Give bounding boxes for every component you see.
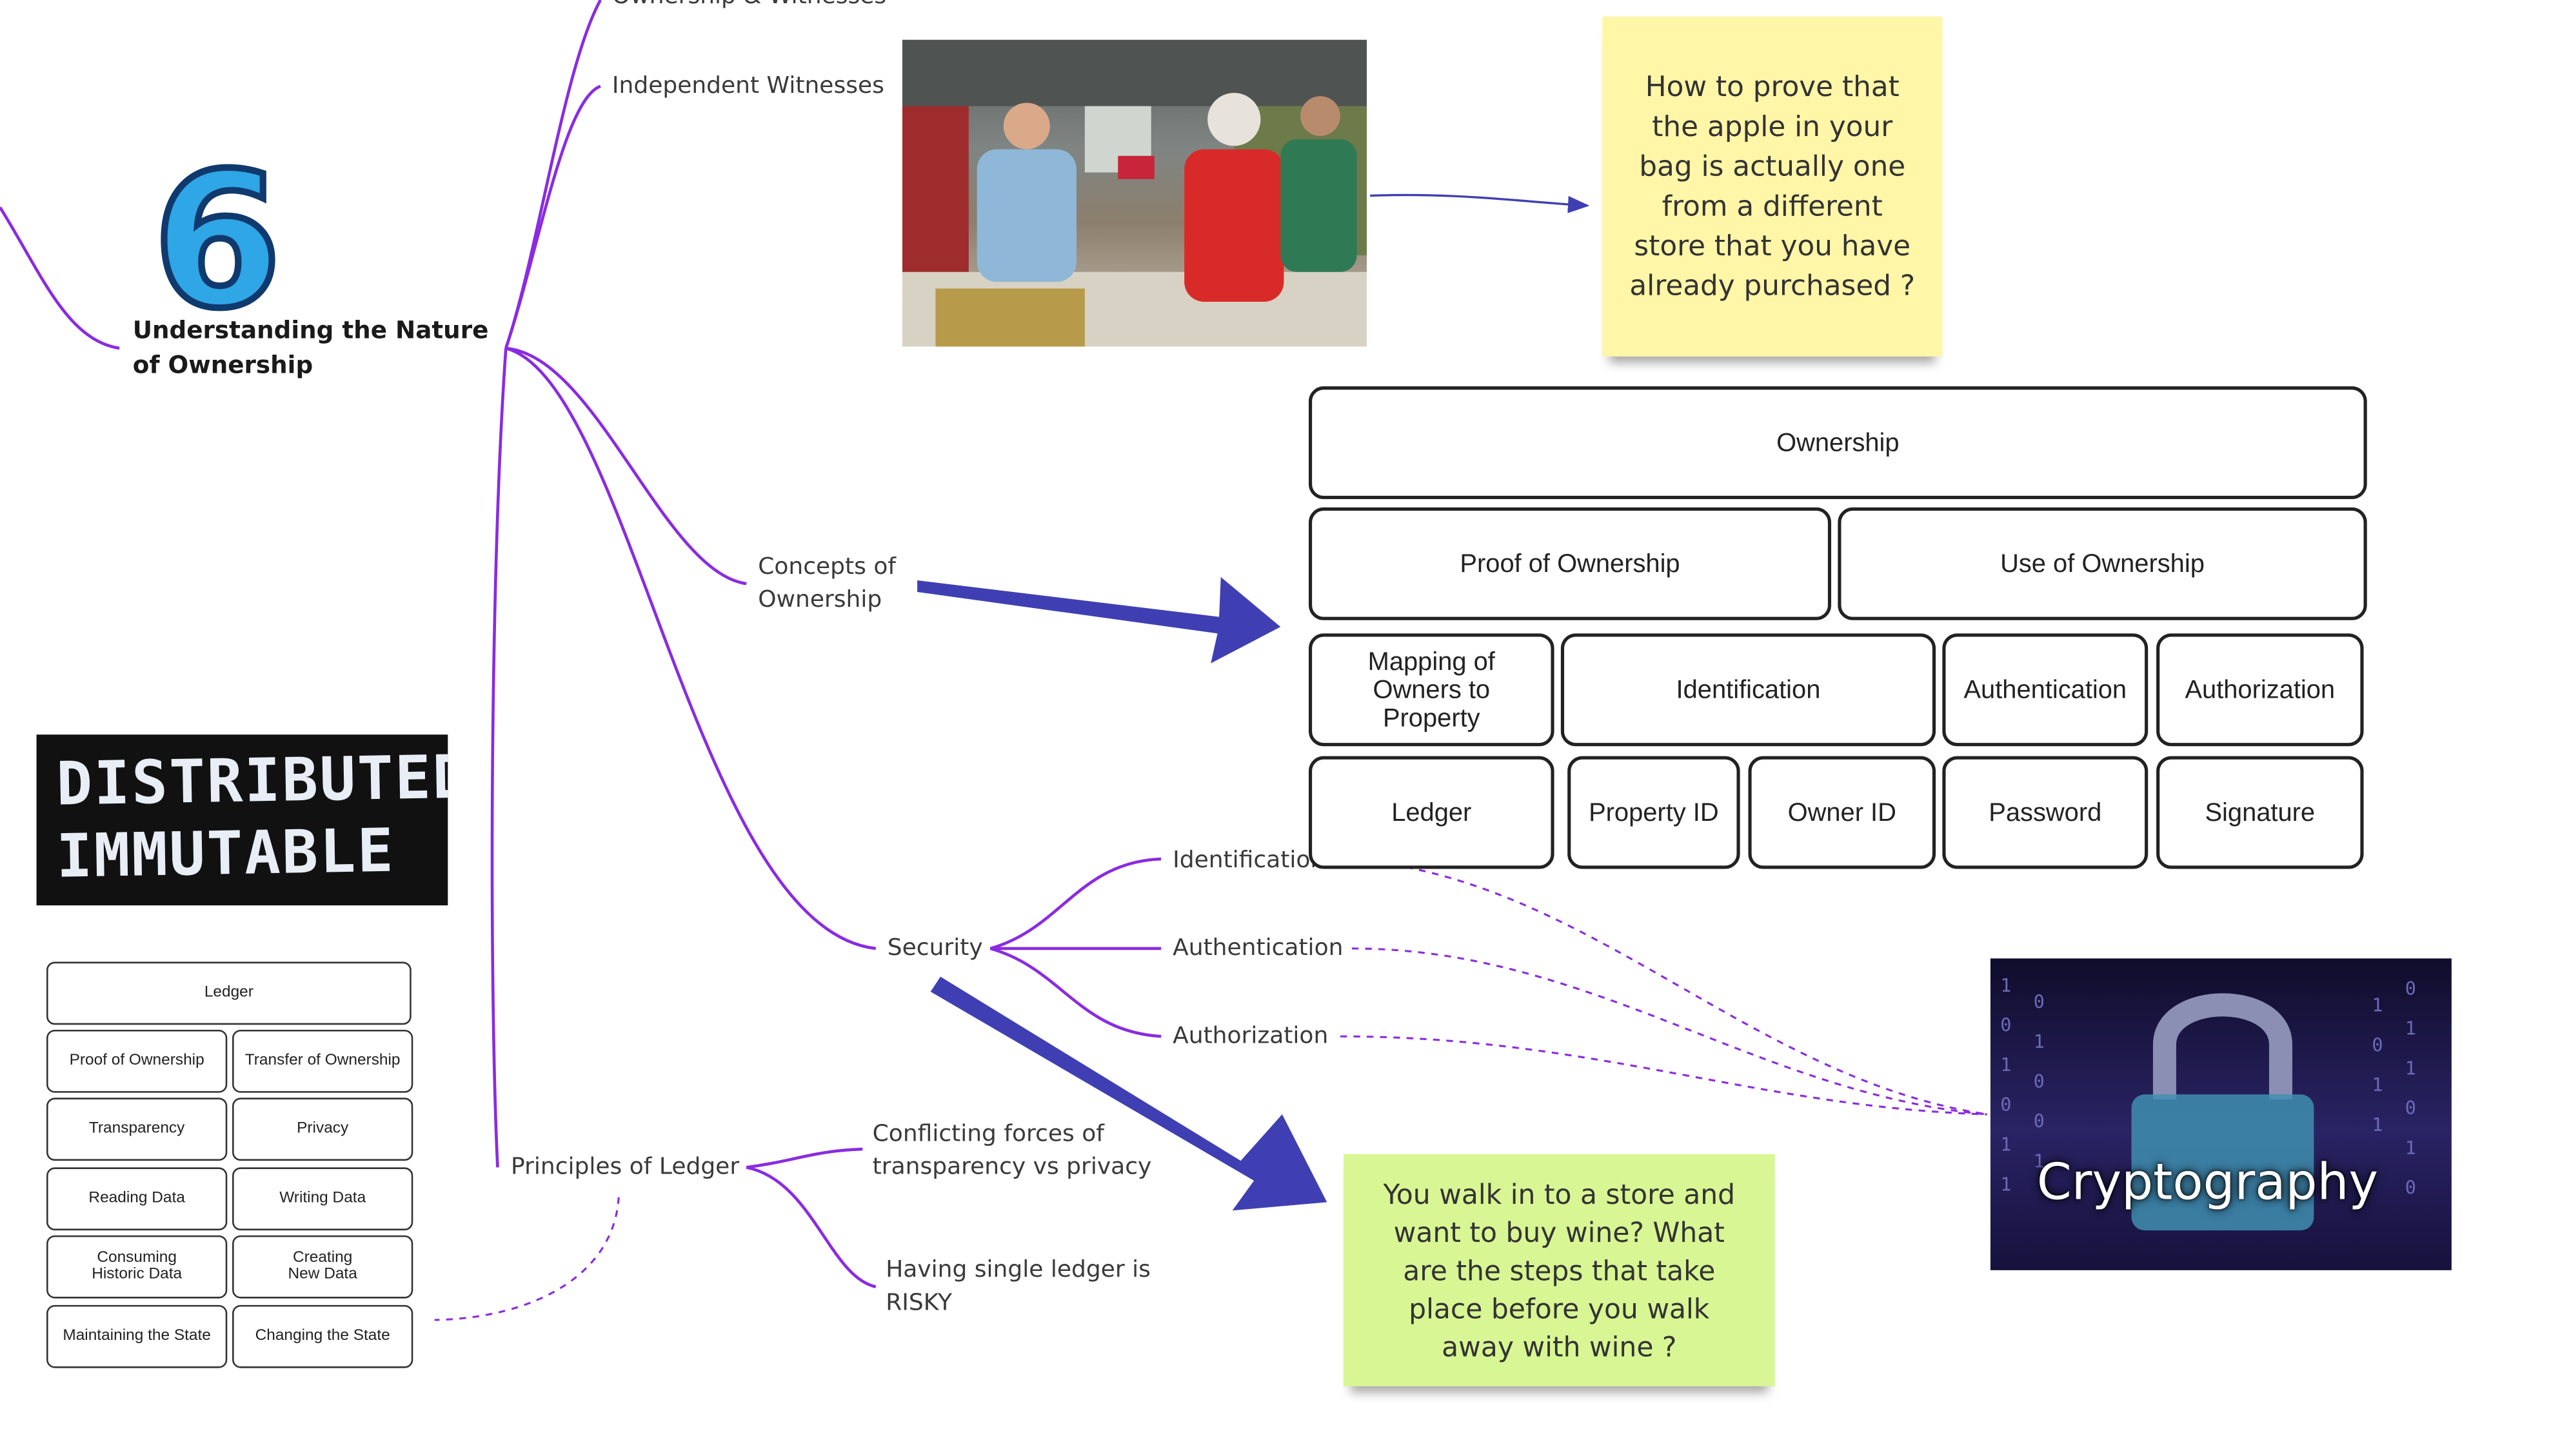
svg-text:1: 1 bbox=[2000, 1174, 2011, 1195]
owner-id-box[interactable]: Owner ID bbox=[1748, 756, 1936, 869]
cryptography-word: Cryptography bbox=[2036, 1154, 2379, 1212]
svg-text:1: 1 bbox=[2000, 1134, 2011, 1156]
immutable-word: IMMUTABLE bbox=[55, 818, 396, 892]
svg-text:1: 1 bbox=[2405, 1058, 2416, 1079]
security-child-authentication[interactable]: Authentication bbox=[1173, 935, 1344, 962]
signature-box[interactable]: Signature bbox=[2156, 756, 2364, 869]
big-arrow-concepts bbox=[917, 576, 1281, 664]
sticky-note-apple-question[interactable]: How to prove that the apple in your bag … bbox=[1602, 16, 1943, 357]
central-node-title[interactable]: Understanding the Nature of Ownership bbox=[132, 318, 489, 380]
ledger-box[interactable]: Ledger bbox=[1308, 756, 1554, 869]
ledger-diagram-privacy[interactable]: Privacy bbox=[232, 1097, 413, 1161]
ledger-diagram-writing-data[interactable]: Writing Data bbox=[232, 1167, 413, 1231]
branch-line-single-ledger bbox=[746, 1166, 877, 1288]
svg-text:1: 1 bbox=[2405, 1018, 2416, 1039]
store-checkout-photo[interactable] bbox=[902, 39, 1367, 347]
branch-security[interactable]: Security bbox=[887, 935, 983, 962]
svg-text:0: 0 bbox=[2034, 1071, 2045, 1092]
ownership-box[interactable]: Ownership bbox=[1308, 386, 2367, 500]
property-id-box[interactable]: Property ID bbox=[1567, 756, 1740, 869]
ledger-child-single-ledger-risky[interactable]: Having single ledger is RISKY bbox=[886, 1257, 1151, 1317]
proof-of-ownership-box[interactable]: Proof of Ownership bbox=[1308, 507, 1832, 620]
ledger-diagram-maintaining-state[interactable]: Maintaining the State bbox=[46, 1304, 228, 1368]
mapping-owners-property-box[interactable]: Mapping of Owners to Property bbox=[1308, 633, 1554, 747]
svg-text:1: 1 bbox=[2034, 1150, 2045, 1172]
ledger-diagram-reading-data[interactable]: Reading Data bbox=[46, 1167, 228, 1231]
branch-ownership-witnesses[interactable]: Ownership & Witnesses bbox=[612, 0, 886, 14]
arrow-photo-to-note bbox=[1370, 193, 1590, 213]
ledger-diagram-proof-of-ownership[interactable]: Proof of Ownership bbox=[46, 1029, 228, 1093]
distributed-word: DISTRIBUTED bbox=[55, 744, 448, 820]
dashed-line-identification bbox=[1327, 858, 1988, 1116]
step-number-6-badge: 6 bbox=[149, 134, 285, 350]
svg-text:1: 1 bbox=[2000, 1054, 2011, 1076]
identification-box[interactable]: Identification bbox=[1560, 633, 1936, 747]
authentication-box[interactable]: Authentication bbox=[1942, 633, 2149, 747]
ledger-diagram-consuming-historic-data[interactable]: Consuming Historic Data bbox=[46, 1235, 228, 1299]
ledger-diagram-top-box[interactable]: Ledger bbox=[46, 961, 412, 1025]
svg-text:0: 0 bbox=[2372, 1034, 2383, 1056]
svg-text:0: 0 bbox=[2000, 1015, 2011, 1036]
branch-line-identification bbox=[989, 857, 1162, 950]
branch-concepts-of-ownership[interactable]: Concepts of Ownership bbox=[758, 553, 897, 614]
dashed-line-authorization bbox=[1340, 1035, 1987, 1116]
ledger-diagram-creating-new-data[interactable]: Creating New Data bbox=[232, 1235, 413, 1299]
branch-principles-of-ledger[interactable]: Principles of Ledger bbox=[511, 1154, 740, 1181]
store-checkout-illustration bbox=[902, 39, 1367, 347]
svg-text:1: 1 bbox=[2405, 1137, 2416, 1159]
svg-text:1: 1 bbox=[2372, 1114, 2383, 1136]
svg-text:1: 1 bbox=[2372, 1074, 2383, 1096]
ledger-child-conflicting-forces[interactable]: Conflicting forces of transparency vs pr… bbox=[872, 1121, 1152, 1181]
security-child-identification[interactable]: Identification bbox=[1173, 847, 1325, 874]
sticky-note-wine-question[interactable]: You walk in to a store and want to buy w… bbox=[1343, 1154, 1775, 1386]
security-child-authorization[interactable]: Authorization bbox=[1173, 1023, 1329, 1050]
svg-text:1: 1 bbox=[2372, 995, 2383, 1016]
ledger-diagram-transparency[interactable]: Transparency bbox=[46, 1097, 228, 1161]
svg-text:0: 0 bbox=[2000, 1094, 2011, 1116]
dashed-line-authentication bbox=[1351, 947, 1987, 1116]
big-arrow-security bbox=[930, 976, 1327, 1211]
authorization-box[interactable]: Authorization bbox=[2156, 633, 2364, 747]
svg-text:0: 0 bbox=[2405, 1177, 2416, 1199]
svg-text:0: 0 bbox=[2405, 978, 2416, 999]
dashed-line-principles bbox=[434, 1197, 620, 1321]
branch-independent-witnesses[interactable]: Independent Witnesses bbox=[611, 73, 884, 100]
branch-line-independent-witnesses bbox=[504, 84, 601, 349]
branch-line-security bbox=[505, 346, 877, 950]
svg-text:1: 1 bbox=[2000, 975, 2011, 996]
password-box[interactable]: Password bbox=[1942, 756, 2149, 869]
incoming-branch-line bbox=[0, 206, 120, 350]
branch-line-conflicting bbox=[746, 1147, 863, 1169]
branch-line-principles bbox=[490, 348, 508, 1168]
ledger-diagram-changing-state[interactable]: Changing the State bbox=[232, 1304, 413, 1368]
ledger-diagram-transfer-of-ownership[interactable]: Transfer of Ownership bbox=[232, 1029, 413, 1093]
svg-text:0: 0 bbox=[2034, 992, 2045, 1013]
use-of-ownership-box[interactable]: Use of Ownership bbox=[1838, 507, 2367, 620]
distributed-immutable-image[interactable]: DISTRIBUTED IMMUTABLE bbox=[36, 734, 448, 906]
branch-line-concepts bbox=[506, 346, 747, 585]
branch-line-authorization bbox=[989, 947, 1162, 1038]
svg-text:0: 0 bbox=[2034, 1111, 2045, 1132]
svg-text:1: 1 bbox=[2034, 1031, 2045, 1052]
svg-text:0: 0 bbox=[2405, 1097, 2416, 1119]
